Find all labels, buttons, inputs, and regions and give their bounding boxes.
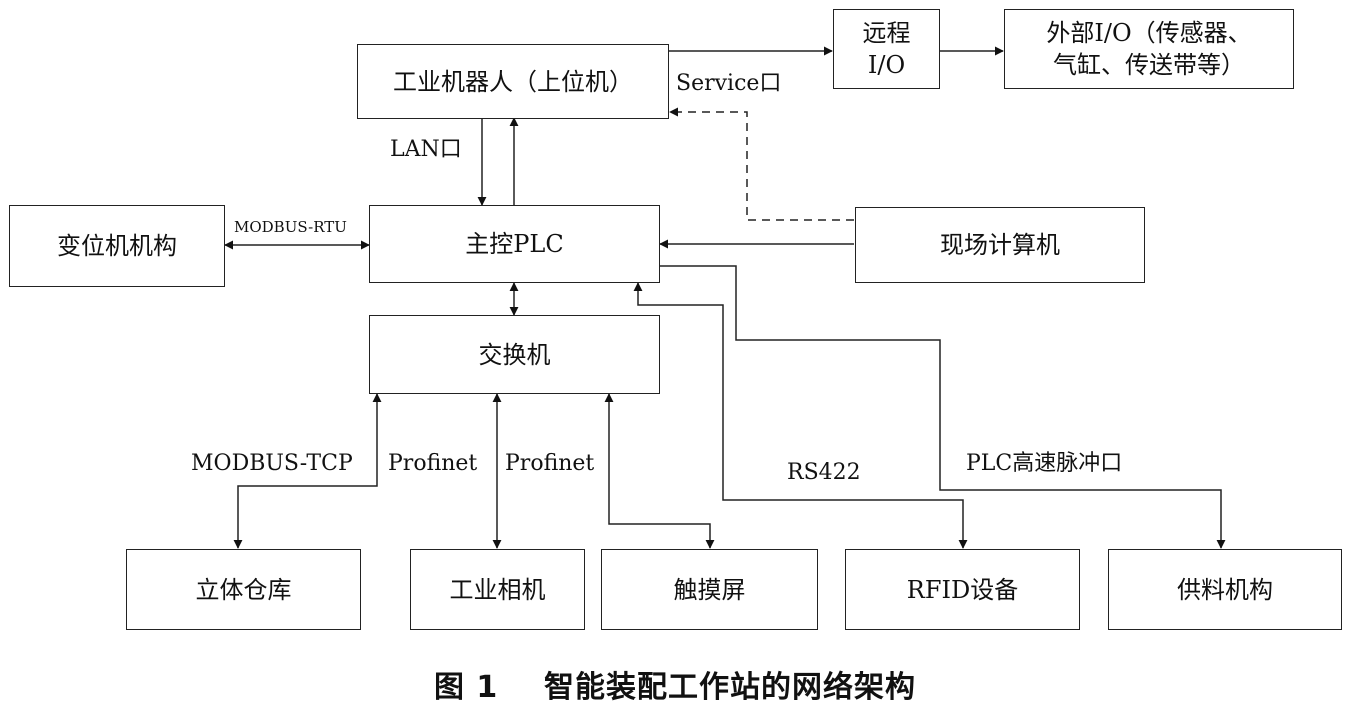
touchscreen-node: 触摸屏 bbox=[601, 549, 818, 630]
robot-node: 工业机器人（上位机） bbox=[357, 44, 669, 119]
positioner-node-label: 变位机机构 bbox=[57, 232, 177, 260]
external-io-node: 外部I/O（传感器、 气缸、传送带等） bbox=[1004, 9, 1294, 89]
modbus-tcp-label: MODBUS-TCP bbox=[191, 451, 353, 476]
main-plc-node-label: 主控PLC bbox=[465, 230, 564, 258]
switch-touchscreen-profinet-line bbox=[604, 393, 715, 549]
switch-node: 交换机 bbox=[369, 315, 660, 394]
switch-warehouse-modbus-tcp-line bbox=[233, 393, 382, 549]
remote-io-node-label: 远程 I/O bbox=[862, 19, 911, 79]
robot-node-label: 工业机器人（上位机） bbox=[393, 67, 633, 96]
external-io-node-label: 外部I/O（传感器、 气缸、传送带等） bbox=[1046, 19, 1252, 79]
warehouse-node: 立体仓库 bbox=[126, 549, 361, 630]
modbus-rtu-label: MODBUS-RTU bbox=[234, 218, 347, 236]
plc-feeder-pulse-line bbox=[660, 265, 1226, 549]
rfid-node: RFID设备 bbox=[845, 549, 1080, 630]
camera-node-label: 工业相机 bbox=[449, 575, 546, 604]
rfid-node-label: RFID设备 bbox=[906, 575, 1019, 604]
figure-caption: 图 1 智能装配工作站的网络架构 bbox=[0, 668, 1350, 708]
warehouse-node-label: 立体仓库 bbox=[195, 575, 292, 604]
feeder-node-label: 供料机构 bbox=[1177, 575, 1273, 604]
plc-rfid-rs422-line bbox=[633, 282, 968, 549]
plc-pulse-label: PLC高速脉冲口 bbox=[966, 451, 1123, 476]
figure-title: 智能装配工作站的网络架构 bbox=[544, 670, 917, 705]
profinet-label-1: Profinet bbox=[388, 451, 478, 476]
feeder-node: 供料机构 bbox=[1108, 549, 1342, 630]
lan-port-label: LAN口 bbox=[390, 137, 462, 162]
camera-node: 工业相机 bbox=[410, 549, 585, 630]
touchscreen-node-label: 触摸屏 bbox=[673, 575, 746, 604]
switch-node-label: 交换机 bbox=[478, 340, 551, 369]
service-port-label: Service口 bbox=[676, 71, 782, 96]
main-plc-node: 主控PLC bbox=[369, 205, 660, 283]
rs422-label: RS422 bbox=[787, 460, 861, 485]
field-pc-node-label: 现场计算机 bbox=[940, 231, 1060, 259]
field-pc-to-service-port-line bbox=[669, 107, 854, 221]
field-pc-node: 现场计算机 bbox=[855, 207, 1145, 283]
remote-io-node: 远程 I/O bbox=[833, 9, 940, 89]
positioner-node: 变位机机构 bbox=[9, 205, 225, 287]
figure-number: 图 1 bbox=[433, 670, 499, 705]
profinet-label-2: Profinet bbox=[505, 451, 595, 476]
